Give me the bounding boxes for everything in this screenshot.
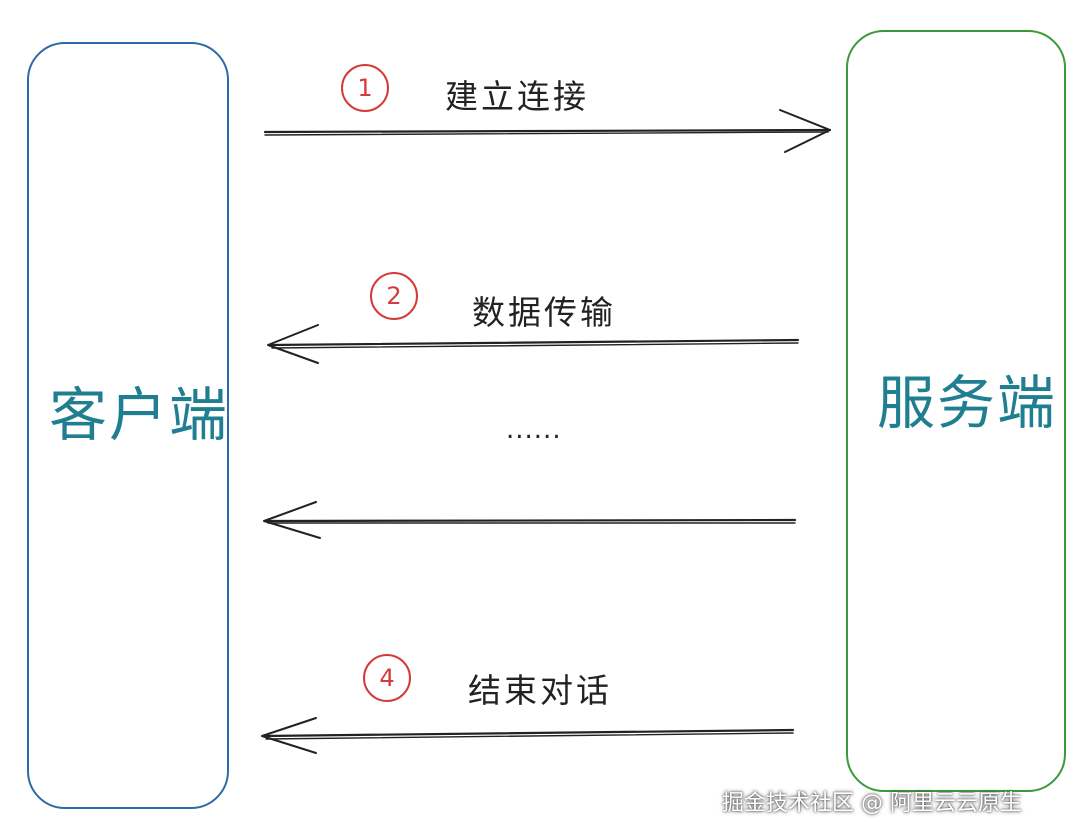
- ellipsis-continuation: ......: [506, 415, 562, 445]
- step-4-number-badge: 4: [363, 654, 411, 702]
- step-2-number-badge: 2: [370, 272, 418, 320]
- step-2-label: 数据传输: [472, 293, 616, 332]
- arrow-data-transfer: [267, 324, 800, 364]
- arrow-establish-connection: [263, 109, 832, 153]
- server-label: 服务端: [877, 369, 1058, 437]
- watermark-text: 掘金技术社区 @ 阿里云云原生: [722, 791, 1022, 816]
- server-box: [846, 30, 1066, 792]
- step-1-label: 建立连接: [445, 77, 589, 116]
- arrow-unlabeled: [263, 501, 797, 539]
- step-4-label: 结束对话: [468, 671, 612, 710]
- client-box: [27, 42, 229, 809]
- arrow-end-session: [261, 717, 795, 754]
- step-1-number-badge: 1: [341, 64, 389, 112]
- client-label: 客户端: [49, 381, 230, 449]
